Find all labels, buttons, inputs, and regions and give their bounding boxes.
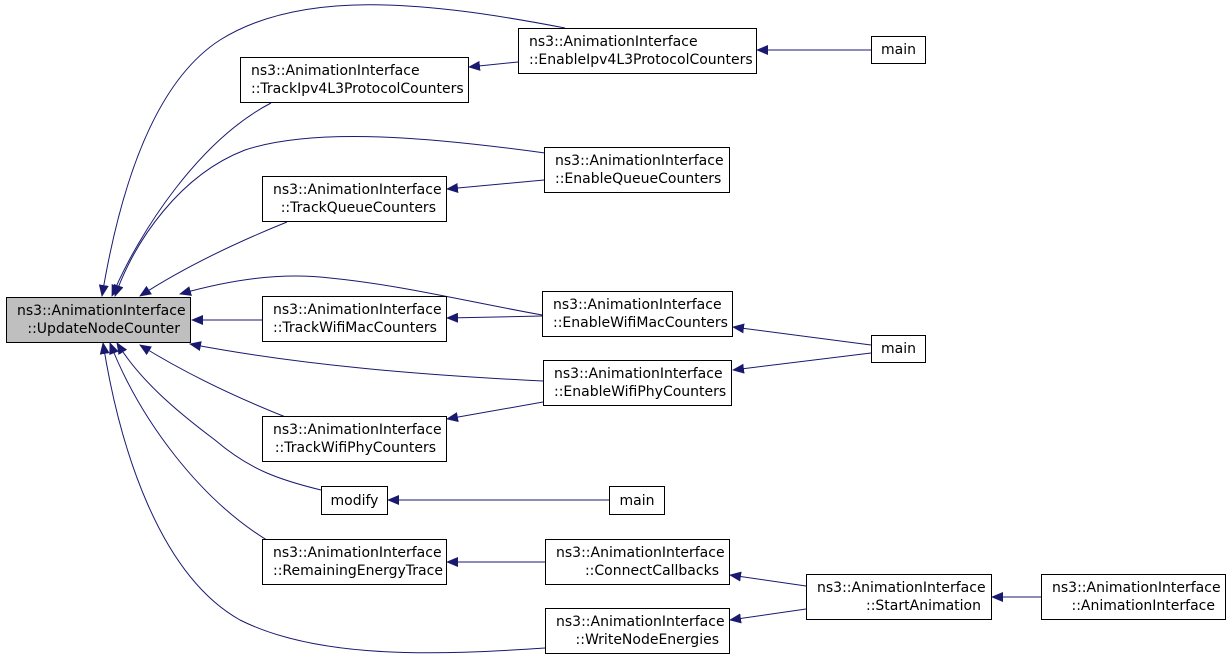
node-enable-wifi-phy-line1: ns3::AnimationInterface (554, 366, 723, 382)
node-modify[interactable]: modify (321, 486, 388, 515)
node-main-2[interactable]: main (871, 335, 926, 363)
node-animation-interface[interactable]: ns3::AnimationInterface ::AnimationInter… (1041, 574, 1226, 620)
edge-enable-wifimac-to-track-wifimac (446, 312, 543, 323)
node-update-node-counter-line2: ::UpdateNodeCounter (27, 321, 180, 337)
edge-main2-to-enable-wifiphy (732, 352, 872, 374)
edge-enable-ipv4-to-track-ipv4 (468, 60, 519, 71)
node-start-animation-line1: ns3::AnimationInterface (817, 580, 986, 596)
node-enable-wifi-phy-line2: ::EnableWifiPhyCounters (554, 384, 727, 400)
node-enable-wifi-mac-line1: ns3::AnimationInterface (553, 297, 722, 313)
node-enable-ipv4-line1: ns3::AnimationInterface (529, 34, 698, 50)
node-track-queue-line2: ::TrackQueueCounters (280, 200, 436, 216)
node-track-queue-counters[interactable]: ns3::AnimationInterface ::TrackQueueCoun… (262, 176, 447, 222)
node-track-wifi-mac-line1: ns3::AnimationInterface (273, 302, 442, 318)
node-main-3[interactable]: main (609, 486, 665, 515)
node-main-3-label: main (619, 492, 655, 509)
node-track-ipv4-line2: ::TrackIpv4L3ProtocolCounters (251, 81, 464, 97)
edge-start-animation-to-connect-callbacks (729, 571, 807, 587)
edge-track-wifiphy-to-update (139, 344, 289, 419)
node-start-animation-line2: ::StartAnimation (865, 598, 981, 614)
edge-main2-to-enable-wifimac (732, 323, 872, 346)
node-enable-wifi-mac-line2: ::EnableWifiMacCounters (553, 315, 728, 331)
edge-enable-wifiphy-to-update (189, 341, 544, 382)
node-main-1[interactable]: main (871, 36, 926, 64)
node-connect-callbacks-line1: ns3::AnimationInterface (556, 545, 725, 561)
node-write-node-energies-line1: ns3::AnimationInterface (556, 614, 725, 630)
node-enable-queue-line2: ::EnableQueueCounters (555, 171, 722, 187)
node-enable-ipv4-line2: ::EnableIpv4L3ProtocolCounters (529, 52, 753, 68)
node-connect-callbacks[interactable]: ns3::AnimationInterface ::ConnectCallbac… (545, 539, 730, 585)
node-modify-label: modify (330, 492, 379, 509)
edge-enable-wifiphy-to-track-wifiphy (446, 401, 544, 423)
edge-write-node-energies-to-update (99, 342, 546, 654)
node-write-node-energies-line2: ::WriteNodeEnergies (575, 632, 719, 648)
node-remaining-energy-line2: ::RemainingEnergyTrace (273, 563, 443, 579)
node-track-wifi-phy-counters[interactable]: ns3::AnimationInterface ::TrackWifiPhyCo… (262, 416, 447, 462)
edge-track-ipv4-to-update (111, 102, 272, 297)
node-track-wifi-phy-line2: ::TrackWifiPhyCounters (274, 440, 436, 456)
node-start-animation[interactable]: ns3::AnimationInterface ::StartAnimation (806, 574, 992, 620)
node-main-1-label: main (881, 42, 916, 58)
edge-modify-to-update (116, 342, 322, 491)
node-track-ipv4-line1: ns3::AnimationInterface (251, 63, 420, 79)
node-track-ipv4-counters[interactable]: ns3::AnimationInterface ::TrackIpv4L3Pro… (240, 57, 469, 103)
node-enable-ipv4-counters[interactable]: ns3::AnimationInterface ::EnableIpv4L3Pr… (518, 28, 757, 74)
node-enable-wifi-mac-counters[interactable]: ns3::AnimationInterface ::EnableWifiMacC… (542, 291, 733, 337)
node-track-wifi-phy-line1: ns3::AnimationInterface (273, 422, 442, 438)
edge-remaining-energy-to-update (109, 342, 271, 543)
node-enable-wifi-phy-counters[interactable]: ns3::AnimationInterface ::EnableWifiPhyC… (543, 360, 732, 406)
node-main-2-label: main (881, 341, 916, 357)
node-remaining-energy-line1: ns3::AnimationInterface (273, 545, 442, 561)
edge-enable-queue-to-track-queue (446, 179, 545, 193)
edge-enable-ipv4-to-update (98, 4, 566, 297)
node-track-wifi-mac-line2: ::TrackWifiMacCounters (273, 320, 437, 336)
node-connect-callbacks-line2: ::ConnectCallbacks (584, 563, 719, 579)
edge-enable-queue-to-update (113, 136, 546, 297)
node-remaining-energy-trace[interactable]: ns3::AnimationInterface ::RemainingEnerg… (262, 539, 447, 585)
node-track-queue-line1: ns3::AnimationInterface (273, 182, 442, 198)
node-animation-interface-line2: ::AnimationInterface (1071, 598, 1216, 614)
node-write-node-energies[interactable]: ns3::AnimationInterface ::WriteNodeEnerg… (545, 608, 730, 654)
edge-enable-wifimac-to-update (179, 275, 543, 316)
node-track-wifi-mac-counters[interactable]: ns3::AnimationInterface ::TrackWifiMacCo… (262, 296, 447, 342)
node-update-node-counter-line1: ns3::AnimationInterface (17, 303, 186, 319)
node-enable-queue-line1: ns3::AnimationInterface (555, 153, 724, 169)
edge-track-queue-to-update (139, 221, 288, 297)
node-animation-interface-line1: ns3::AnimationInterface (1052, 580, 1221, 596)
node-update-node-counter: ns3::AnimationInterface ::UpdateNodeCoun… (6, 297, 191, 343)
node-enable-queue-counters[interactable]: ns3::AnimationInterface ::EnableQueueCou… (544, 147, 730, 193)
edge-start-animation-to-write-node-energies (729, 608, 807, 624)
